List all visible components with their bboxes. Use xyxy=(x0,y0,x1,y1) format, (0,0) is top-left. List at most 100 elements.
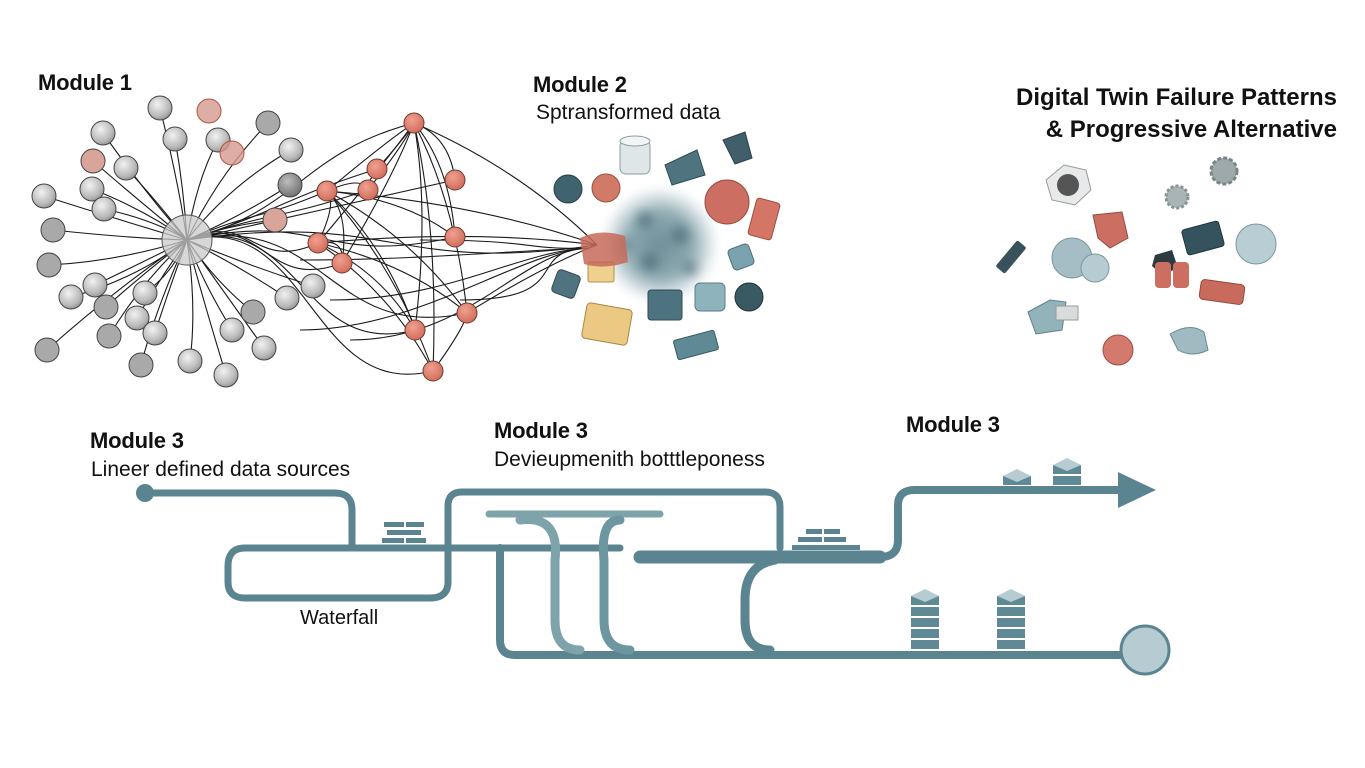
tile-shape xyxy=(581,302,633,345)
connector-shape xyxy=(1170,327,1208,354)
claw-shape xyxy=(1093,212,1128,248)
network-node xyxy=(59,285,83,309)
network-node xyxy=(178,349,202,373)
network-node xyxy=(163,127,187,151)
square-shape xyxy=(695,283,725,311)
stack-block xyxy=(911,640,939,649)
pipeline-end-circle xyxy=(1121,626,1169,674)
stack-block xyxy=(911,607,939,616)
stack-block xyxy=(997,607,1025,616)
network-node-highlight xyxy=(423,361,443,381)
spiral-shape xyxy=(1103,335,1133,365)
arrow-head-icon xyxy=(1118,472,1156,508)
network-node xyxy=(94,295,118,319)
network-node-highlight xyxy=(445,170,465,190)
title-line-1: Digital Twin Failure Patterns xyxy=(1016,82,1337,114)
network-node xyxy=(129,353,153,377)
stack-block xyxy=(911,618,939,627)
bar-shape xyxy=(747,198,780,241)
network-node-overlap xyxy=(197,99,221,123)
network-edge xyxy=(350,248,590,340)
network-edge xyxy=(318,243,415,330)
network-hub-node xyxy=(162,215,212,265)
network-node-highlight xyxy=(358,180,378,200)
disc-shape xyxy=(554,175,582,203)
network-node-highlight xyxy=(404,113,424,133)
title-line-2: & Progressive Alternative xyxy=(1016,114,1337,146)
cube-shape xyxy=(727,243,755,271)
pipeline-exit-line xyxy=(880,490,1120,557)
plate-shape xyxy=(673,330,719,360)
gear-shape xyxy=(1211,158,1237,184)
stack-block xyxy=(997,629,1025,638)
module-3-left-subtitle: Lineer defined data sources xyxy=(91,458,350,482)
network-node-highlight xyxy=(367,159,387,179)
network-node xyxy=(263,208,287,232)
page-title: Digital Twin Failure Patterns & Progress… xyxy=(1016,82,1337,146)
network-node xyxy=(32,184,56,208)
cylinder-shape xyxy=(620,136,650,174)
stack-block xyxy=(997,640,1025,649)
coin-shape xyxy=(592,174,620,202)
module-1-label: Module 1 xyxy=(38,70,132,96)
transformed-data-cluster xyxy=(551,132,781,360)
wedge-coral xyxy=(1199,279,1245,305)
network-node xyxy=(97,324,121,348)
network-node-overlap xyxy=(220,141,244,165)
stack-bottom-2 xyxy=(997,589,1025,649)
module-2-label: Module 2 xyxy=(533,72,627,98)
network-node xyxy=(133,281,157,305)
network-node xyxy=(301,274,325,298)
coin-shape-2 xyxy=(705,180,749,224)
gear-shape-2 xyxy=(1166,186,1188,208)
network-node xyxy=(214,363,238,387)
network-node-highlight xyxy=(332,253,352,273)
stack-block xyxy=(1053,476,1081,485)
domino-shape xyxy=(1181,221,1224,256)
module-3-right-label: Module 3 xyxy=(906,412,1000,438)
network-node xyxy=(252,336,276,360)
pipeline-source-line xyxy=(145,493,352,548)
stack-bottom-1 xyxy=(911,589,939,649)
stack-top-right-1 xyxy=(1003,469,1031,485)
network-node xyxy=(143,321,167,345)
brick-pile-icon xyxy=(382,522,426,543)
module-3-left-label: Module 3 xyxy=(90,428,184,454)
network-node-highlight xyxy=(445,227,465,247)
network-node-highlight xyxy=(457,303,477,323)
network-node xyxy=(275,286,299,310)
waterfall-label: Waterfall xyxy=(300,607,378,630)
network-node xyxy=(220,318,244,342)
network-node xyxy=(278,173,302,197)
network-nodes xyxy=(32,96,477,387)
hand-shape xyxy=(1155,262,1171,288)
network-node xyxy=(41,218,65,242)
network-node xyxy=(83,273,107,297)
funnel-shape xyxy=(580,232,628,266)
module-3-middle-label: Module 3 xyxy=(494,418,588,444)
module-3-middle-subtitle: Devieupmenith botttleponess xyxy=(494,448,765,472)
bar-shape-dark xyxy=(995,240,1026,274)
block-shape xyxy=(648,290,682,320)
network-node-highlight xyxy=(308,233,328,253)
socket-shape xyxy=(1236,224,1276,264)
stack-top-right-2 xyxy=(1053,458,1081,485)
network-node xyxy=(92,197,116,221)
chip-shape xyxy=(551,269,582,300)
stack-block xyxy=(911,629,939,638)
wheel-shape xyxy=(735,283,763,311)
failure-pattern-shapes xyxy=(995,158,1276,365)
network-node xyxy=(148,96,172,120)
wedge-shape-2 xyxy=(723,132,752,164)
network-node-highlight xyxy=(317,181,337,201)
module-2-subtitle: Sptransformed data xyxy=(536,101,720,125)
network-node xyxy=(256,111,280,135)
network-node xyxy=(81,149,105,173)
network-node xyxy=(91,121,115,145)
brick-pile-icon-2 xyxy=(792,529,860,550)
network-node-highlight xyxy=(405,320,425,340)
network-node xyxy=(279,138,303,162)
wedge-shape xyxy=(665,150,705,185)
network-node xyxy=(114,156,138,180)
network-node xyxy=(35,338,59,362)
